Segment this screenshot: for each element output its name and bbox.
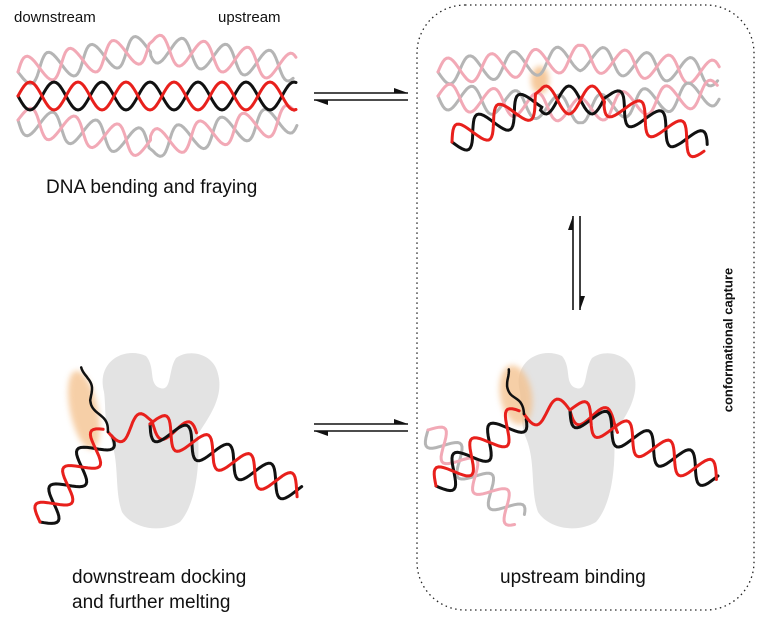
upstream-label: upstream: [218, 9, 281, 26]
ghost-duplex-tr-1-strand-b: [436, 43, 721, 85]
equilibrium-arrows-icon: [314, 88, 408, 105]
ghost-duplex-lower-strand-a: [16, 107, 299, 158]
fray-highlight-docking: [67, 370, 101, 450]
equilibrium-arrows-icon: [314, 419, 408, 436]
bending-caption: DNA bending and fraying: [46, 173, 268, 204]
dna-helices: [16, 33, 721, 527]
conformational-capture-box: [416, 4, 755, 611]
docking-caption-line2: and further melting: [72, 592, 231, 613]
equilibrium-arrows-icon: [568, 216, 585, 310]
docking-caption-line1: downstream docking: [72, 567, 247, 588]
ghost-duplex-upper-strand-a: [16, 34, 295, 86]
docking-upstream-arm-strand-b: [33, 427, 105, 524]
bending-caption-prefix: DNA bending and: [46, 177, 201, 198]
binding-upstream-arm-strand-b: [432, 407, 521, 488]
binding-downstream-arm-strand-a: [568, 408, 720, 487]
straight-duplex-strand-a: [16, 80, 298, 112]
ghost-duplex-tr-1-strand-a: [436, 45, 720, 88]
ghost-duplex-lower-strand-b: [16, 103, 296, 158]
docking-upstream-arm-strand-a: [38, 434, 116, 525]
downstream-label: downstream: [14, 9, 96, 26]
binding-upstream-arm-strand-a: [434, 417, 529, 493]
upstream-binding-caption: upstream binding: [500, 567, 646, 588]
ghost-duplex-tr-2-strand-a: [436, 81, 721, 125]
docking-frayed-strand: [79, 366, 110, 434]
docking-downstream-arm-strand-b: [148, 414, 299, 499]
protein-blob-binding: [518, 353, 636, 529]
straight-duplex-strand-b: [16, 80, 298, 112]
ghost-upstream-binding-strand-b: [426, 425, 517, 527]
binding-frayed-strand: [505, 368, 526, 416]
bent-duplex-strand-b: [450, 84, 706, 159]
docking-downstream-arm-strand-a: [148, 422, 304, 501]
fraying-word: fraying: [194, 173, 268, 204]
conformational-capture-label: conformational capture: [720, 267, 736, 413]
ghost-duplex-upper-strand-b: [16, 33, 298, 82]
binding-downstream-arm-strand-b: [568, 400, 718, 481]
